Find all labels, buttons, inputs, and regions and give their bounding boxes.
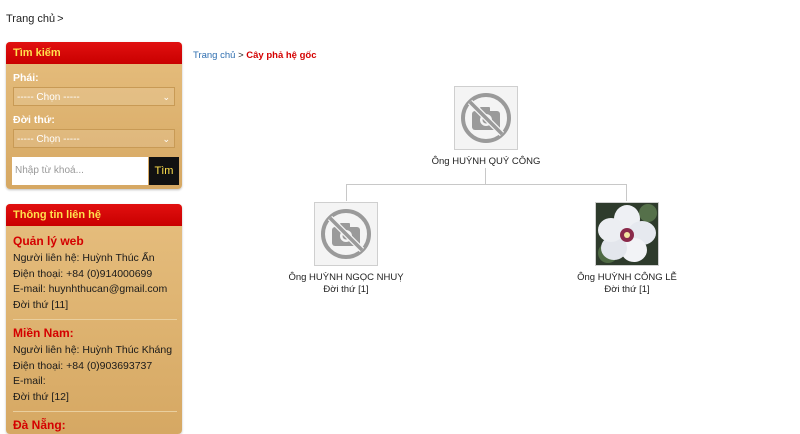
top-breadcrumb-home[interactable]: Trang chủ: [6, 13, 56, 25]
tree-node-name: Ông HUỲNH NGỌC NHUỴ: [288, 272, 404, 283]
contact-generation: Đời thứ [11]: [13, 298, 69, 311]
contact-list: Quản lý web Người liên hệ: Huỳnh Thúc Ấn…: [13, 234, 177, 434]
keyword-input[interactable]: Nhập từ khoá...: [12, 157, 148, 185]
tree-node-child[interactable]: Ông HUỲNH NGỌC NHUỴ Đời thứ [1]: [266, 202, 426, 295]
breadcrumb: Trang chủ > Cây phả hệ gốc: [193, 50, 316, 61]
contact-panel-title: Thông tin liên hệ: [6, 204, 182, 226]
tree-connector-root: [485, 168, 486, 184]
gender-label: Phái:: [13, 72, 39, 84]
breadcrumb-separator: >: [57, 13, 64, 25]
keyword-search-row: Nhập từ khoá... Tìm: [12, 157, 179, 185]
chevron-down-icon: ⌄: [162, 92, 170, 102]
divider: [13, 411, 177, 412]
flower-photo: [595, 202, 659, 266]
tree-node-name: Ông HUỲNH CÔNG LỄ: [577, 272, 677, 283]
no-photo-icon: [314, 202, 378, 266]
tree-node-child[interactable]: Ông HUỲNH CÔNG LỄ Đời thứ [1]: [547, 202, 707, 295]
search-button[interactable]: Tìm: [149, 157, 179, 185]
contact-panel: Thông tin liên hệ Quản lý web Người liên…: [6, 204, 182, 434]
contact-email: E-mail:: [13, 375, 46, 387]
gender-select[interactable]: ----- Chọn ----- ⌄: [13, 87, 175, 106]
tree-node-root[interactable]: Ông HUỲNH QUÝ CÔNG: [405, 86, 567, 167]
region-title: Đà Nẵng:: [13, 418, 66, 432]
contact-generation: Đời thứ [12]: [13, 390, 69, 403]
tree-node-generation: Đời thứ [1]: [323, 284, 369, 295]
breadcrumb-home[interactable]: Trang chủ: [193, 50, 236, 61]
tree-node-name: Ông HUỲNH QUÝ CÔNG: [431, 156, 541, 167]
contact-phone: Điện thoại: +84 (0)914000699: [13, 267, 153, 280]
chevron-down-icon: ⌄: [162, 134, 170, 144]
breadcrumb-separator: >: [238, 50, 244, 61]
tree-connector-left: [346, 184, 347, 201]
contact-person: Người liên hệ: Huỳnh Thúc Ấn: [13, 252, 155, 264]
top-breadcrumb: Trang chủ>: [6, 13, 64, 25]
contact-person: Người liên hệ: Huỳnh Thúc Kháng: [13, 344, 173, 356]
region-title: Miền Nam:: [13, 326, 74, 340]
generation-label: Đời thứ:: [13, 114, 55, 126]
tree-node-generation: Đời thứ [1]: [604, 284, 650, 295]
contact-email: E-mail: huynhthucan@gmail.com: [13, 283, 168, 295]
generation-select[interactable]: ----- Chọn ----- ⌄: [13, 129, 175, 148]
breadcrumb-current: Cây phả hệ gốc: [246, 50, 317, 61]
tree-connector-right: [626, 184, 627, 201]
tree-connector-horizontal: [346, 184, 627, 185]
contact-phone: Điện thoại: +84 (0)903693737: [13, 359, 153, 372]
divider: [13, 319, 177, 320]
search-panel: Tìm kiếm Phái: ----- Chọn ----- ⌄ Đời th…: [6, 42, 182, 189]
no-photo-icon: [454, 86, 518, 150]
region-title: Quản lý web: [13, 234, 84, 248]
gender-select-value: ----- Chọn -----: [17, 92, 80, 103]
generation-select-value: ----- Chọn -----: [17, 134, 80, 145]
search-panel-title: Tìm kiếm: [6, 42, 182, 64]
